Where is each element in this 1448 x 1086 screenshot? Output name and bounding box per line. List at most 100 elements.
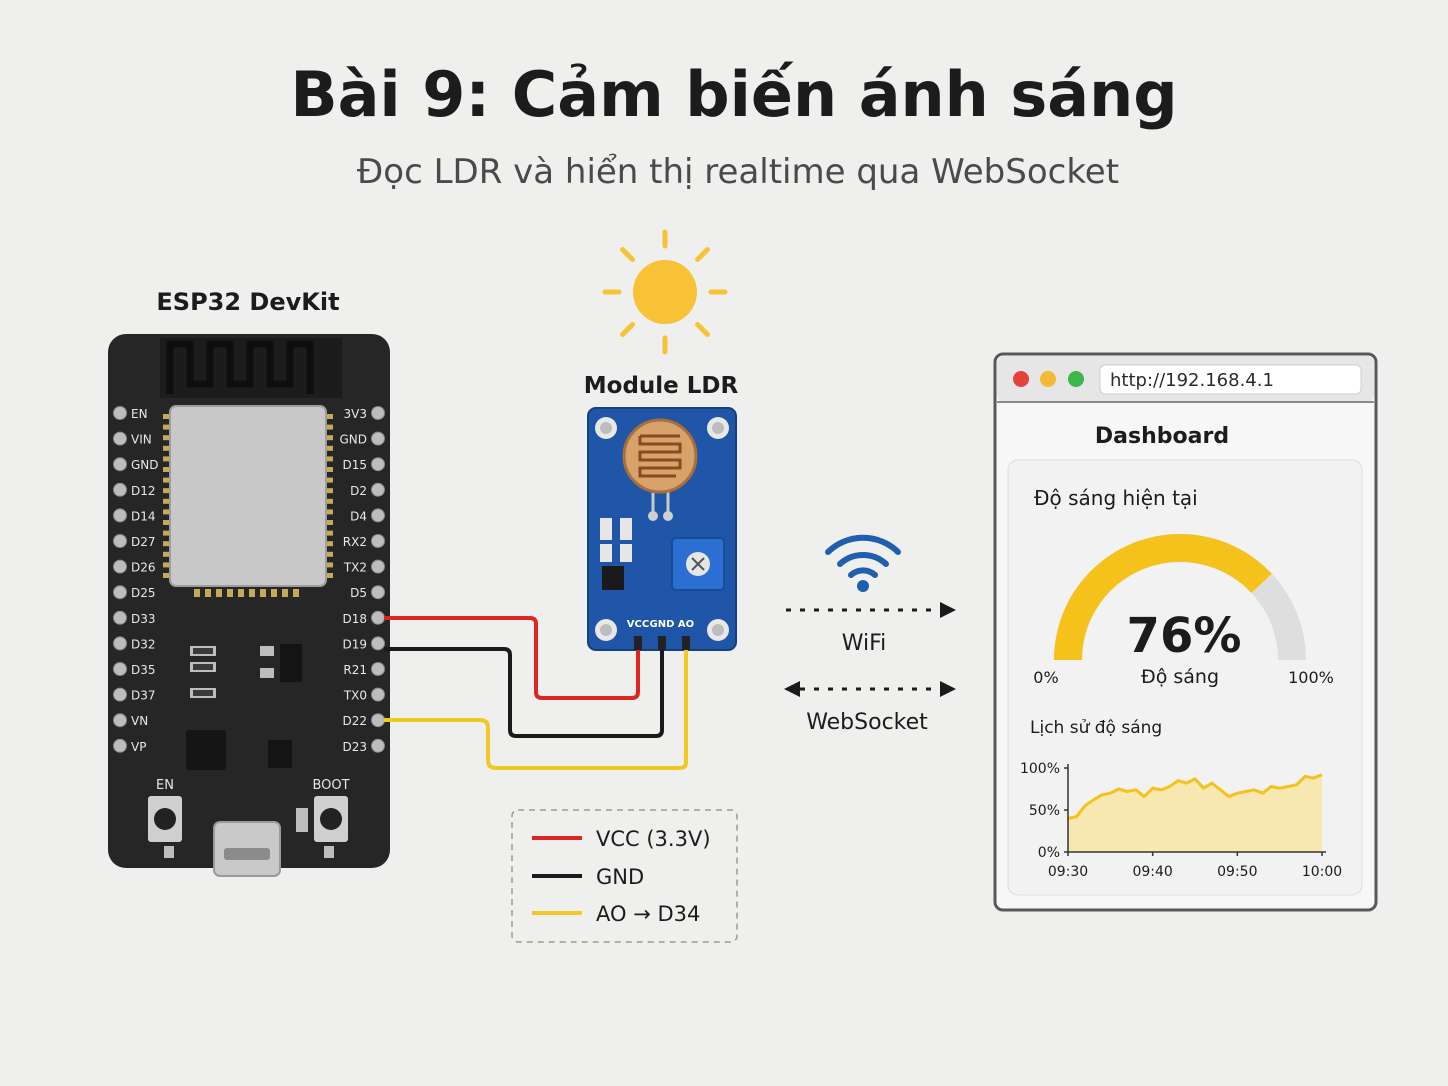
esp32-pin-label: GND — [131, 458, 159, 472]
esp32-pin-label: R21 — [343, 663, 367, 677]
esp32-pin-label: D2 — [350, 484, 367, 498]
esp32-pin-d37 — [113, 687, 127, 702]
boot-button-label: BOOT — [312, 778, 349, 793]
maximize-window-dot[interactable] — [1068, 371, 1084, 387]
gauge-value: 76% — [1127, 608, 1242, 664]
esp32-pin-d35 — [113, 662, 127, 676]
esp32-pin-label: TX0 — [343, 689, 367, 703]
esp32-pin-3v3 — [371, 406, 385, 420]
esp32-pin-label: D18 — [342, 612, 367, 626]
legend-label-gnd: GND — [596, 865, 644, 889]
history-chart: 0% 50% 100% 09:30 09:40 09:50 10:00 — [1020, 761, 1342, 880]
esp32-pin-d22 — [371, 713, 385, 728]
history-x-tick-label: 09:50 — [1217, 864, 1257, 880]
esp32-board: ENVINGNDD12D14D27D26D25D33D32D35D37VNVP … — [108, 334, 390, 877]
wifi-label: WiFi — [842, 631, 887, 656]
minimize-window-dot[interactable] — [1040, 371, 1056, 387]
ldr-label: Module LDR — [584, 373, 739, 399]
esp32-pin-tx2 — [371, 559, 385, 574]
esp32-pin-label: D4 — [350, 509, 367, 523]
esp32-pin-en — [113, 406, 127, 420]
esp32-label: ESP32 DevKit — [156, 288, 339, 316]
history-x-tick-label: 10:00 — [1302, 864, 1342, 880]
usb-port — [213, 821, 281, 877]
esp32-pin-d25 — [113, 585, 127, 600]
esp32-pin-d2 — [371, 482, 385, 497]
websocket-label: WebSocket — [806, 710, 928, 735]
esp32-pin-d5 — [371, 585, 385, 600]
esp32-pin-d18 — [371, 610, 385, 625]
address-url: http://192.168.4.1 — [1110, 370, 1274, 391]
esp32-pin-d32 — [113, 636, 127, 651]
sun-icon — [602, 229, 728, 355]
wire-gnd — [384, 647, 664, 738]
esp32-pin-label: D12 — [131, 484, 156, 498]
esp32-pin-d4 — [371, 508, 385, 523]
esp32-pin-label: D25 — [131, 586, 156, 600]
potentiometer-icon — [671, 537, 725, 591]
photoresistor-icon — [622, 418, 698, 521]
esp32-pin-label: D15 — [342, 458, 367, 472]
esp32-pin-label: D26 — [131, 561, 156, 575]
gauge-label: Độ sáng hiện tại — [1034, 486, 1198, 510]
esp32-pin-label: D35 — [131, 663, 156, 677]
close-window-dot[interactable] — [1013, 371, 1029, 387]
wire-vcc — [384, 616, 640, 700]
dashboard-heading: Dashboard — [1095, 424, 1229, 449]
legend-label-ao: AO → D34 — [596, 902, 700, 926]
history-y-tick-label: 100% — [1020, 761, 1060, 777]
ldr-pin-gnd-label: GND — [650, 619, 675, 630]
ldr-module: VCC GND AO — [587, 407, 737, 651]
esp32-pin-label: D27 — [131, 535, 156, 549]
esp32-pin-label: GND — [339, 433, 367, 447]
esp32-pin-d23 — [371, 738, 385, 753]
esp32-pin-label: VN — [131, 714, 148, 728]
history-y-tick-label: 0% — [1038, 845, 1060, 861]
esp32-pin-label: RX2 — [343, 535, 367, 549]
wire-legend: VCC (3.3V) GND AO → D34 — [511, 809, 738, 943]
module-pins — [163, 414, 333, 597]
gauge-max-label: 100% — [1288, 668, 1334, 687]
esp32-pin-d27 — [113, 534, 127, 548]
wifi-icon — [825, 534, 901, 578]
esp32-pin-d14 — [113, 508, 127, 523]
esp32-pin-label: D37 — [131, 689, 156, 703]
history-y-tick-label: 50% — [1029, 803, 1060, 819]
en-button[interactable] — [148, 796, 182, 842]
esp32-pin-label: VP — [131, 740, 146, 754]
rf-shield — [169, 405, 327, 587]
legend-label-vcc: VCC (3.3V) — [596, 827, 711, 851]
esp32-pin-label: EN — [131, 407, 148, 421]
page-subtitle: Đọc LDR và hiển thị realtime qua WebSock… — [357, 152, 1119, 192]
esp32-pin-tx0 — [371, 687, 385, 702]
esp32-pin-label: D19 — [342, 637, 367, 651]
esp32-pin-rx2 — [371, 534, 385, 548]
gauge-caption: Độ sáng — [1141, 666, 1219, 688]
esp32-pin-d15 — [371, 457, 385, 472]
esp32-pin-label: VIN — [131, 433, 152, 447]
ldr-pin-ao-label: AO — [678, 619, 694, 630]
history-x-tick-label: 09:30 — [1048, 864, 1088, 880]
ldr-pin-vcc-label: VCC — [627, 619, 649, 630]
en-button-label: EN — [156, 778, 174, 793]
esp32-pin-vp — [113, 738, 127, 753]
esp32-pin-d33 — [113, 610, 127, 625]
browser-window: http://192.168.4.1 Dashboard Độ sáng hiệ… — [993, 352, 1378, 912]
history-area — [1068, 774, 1322, 852]
history-line — [1067, 773, 1323, 820]
esp32-pin-gnd — [113, 457, 127, 472]
smd-components — [164, 644, 334, 858]
boot-button[interactable] — [314, 796, 348, 842]
esp32-pin-label: D14 — [131, 509, 156, 523]
esp32-pin-label: TX2 — [343, 561, 367, 575]
esp32-pin-vn — [113, 713, 127, 728]
esp32-pin-label: D5 — [350, 586, 367, 600]
esp32-pin-label: 3V3 — [344, 407, 367, 421]
address-bar[interactable] — [1099, 364, 1362, 395]
esp32-pin-d19 — [371, 636, 385, 651]
esp32-pin-d12 — [113, 482, 127, 497]
websocket-link-arrow — [784, 681, 956, 697]
esp32-pin-gnd — [371, 431, 385, 446]
history-x-tick-label: 09:40 — [1132, 864, 1172, 880]
